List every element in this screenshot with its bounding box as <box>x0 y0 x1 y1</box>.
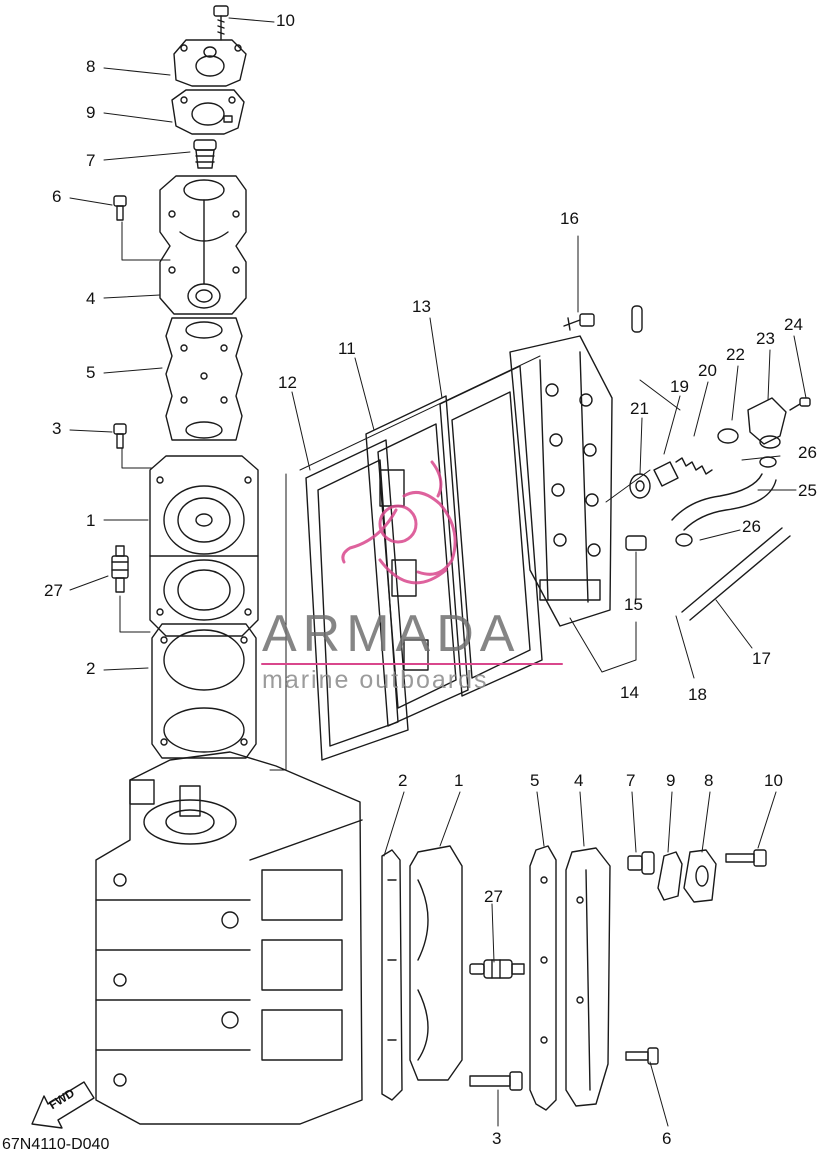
callout-3-lower: 3 <box>492 1129 502 1148</box>
callout-2-left: 2 <box>86 659 96 678</box>
callout-8-lower: 8 <box>704 771 714 790</box>
bolt-3-left <box>113 423 127 449</box>
callout-3-left: 3 <box>52 419 62 438</box>
exhaust-cover-14 <box>509 335 613 627</box>
callout-4-lower: 4 <box>574 771 584 790</box>
bolt-24 <box>789 397 811 411</box>
clamp-26-lower <box>675 533 693 547</box>
watermark-brand: ARMADA <box>262 605 521 663</box>
hose-25 <box>671 473 777 531</box>
watermark-tagline: marine outboards <box>262 666 489 694</box>
callout-12: 12 <box>278 373 297 392</box>
callout-6-lower: 6 <box>662 1129 672 1148</box>
valve-7-lower <box>627 851 655 875</box>
callout-24: 24 <box>784 315 803 334</box>
cover-8-lower <box>683 849 717 903</box>
callout-11: 11 <box>338 339 356 358</box>
callout-10-top: 10 <box>276 11 295 30</box>
head-cover-4 <box>159 175 247 315</box>
callout-23: 23 <box>756 329 775 348</box>
cover-4-lower <box>565 847 611 1107</box>
callout-5-top: 5 <box>86 363 96 382</box>
gasket-22 <box>717 428 739 444</box>
callout-15: 15 <box>624 595 643 614</box>
cylinder-head-1 <box>149 455 259 637</box>
callout-17: 17 <box>752 649 771 668</box>
callout-13: 13 <box>412 297 431 316</box>
callout-18: 18 <box>688 685 707 704</box>
bolt-10-lower <box>725 849 767 867</box>
clamp-26-upper <box>759 456 777 468</box>
callout-27-left: 27 <box>44 581 63 600</box>
callout-27-lower: 27 <box>484 887 503 906</box>
bolt-16 <box>563 313 595 331</box>
callout-21: 21 <box>630 399 649 418</box>
callout-7-lower: 7 <box>626 771 636 790</box>
fwd-arrow-shape <box>31 1081 95 1129</box>
bolt-3-lower <box>469 1071 523 1091</box>
gasket-2-lower <box>381 849 403 1101</box>
callout-26-upper: 26 <box>798 443 817 462</box>
part-code: 67N4110-D040 <box>2 1136 110 1153</box>
gasket-13 <box>439 365 543 697</box>
pin-top <box>631 305 643 333</box>
spark-plug-27-lower <box>469 959 525 979</box>
callout-8-top: 8 <box>86 57 96 76</box>
callout-6-left: 6 <box>52 187 62 206</box>
callout-19: 19 <box>670 377 689 396</box>
callout-25: 25 <box>798 481 817 500</box>
callout-2-lower: 2 <box>398 771 408 790</box>
gasket-9-lower <box>657 851 683 901</box>
gasket-12 <box>305 439 409 761</box>
spring-20 <box>675 457 713 475</box>
head-1-lower <box>409 845 463 1081</box>
callout-5-lower: 5 <box>530 771 540 790</box>
holder-19 <box>653 461 679 487</box>
cover-8 <box>173 39 247 87</box>
grommet-21 <box>629 473 651 499</box>
callout-9-top: 9 <box>86 103 96 122</box>
callout-4-top: 4 <box>86 289 96 308</box>
hose-17 <box>681 527 791 621</box>
callout-10-lower: 10 <box>764 771 783 790</box>
callout-14: 14 <box>620 683 639 702</box>
engine-block <box>95 751 363 1125</box>
callout-22: 22 <box>726 345 745 364</box>
bolt-6-left <box>113 195 127 221</box>
gasket-5 <box>165 317 243 441</box>
cover-23 <box>747 397 787 449</box>
callout-9-lower: 9 <box>666 771 676 790</box>
bolt-6-lower <box>625 1047 659 1065</box>
callout-20: 20 <box>698 361 717 380</box>
callout-7-top: 7 <box>86 151 96 170</box>
callout-16: 16 <box>560 209 579 228</box>
head-gasket-2 <box>151 623 257 759</box>
spark-plug-27-left <box>111 545 129 593</box>
callout-1-lower: 1 <box>454 771 464 790</box>
callout-1-left: 1 <box>86 511 96 530</box>
callout-26-lower: 26 <box>742 517 761 536</box>
watermark-emblem <box>341 460 457 585</box>
gasket-9 <box>171 89 245 135</box>
leader-lines <box>69 17 807 1127</box>
joint-15 <box>625 535 647 551</box>
bolt-10-top <box>213 5 229 41</box>
gasket-5-lower <box>529 845 557 1111</box>
valve-7 <box>193 139 217 169</box>
